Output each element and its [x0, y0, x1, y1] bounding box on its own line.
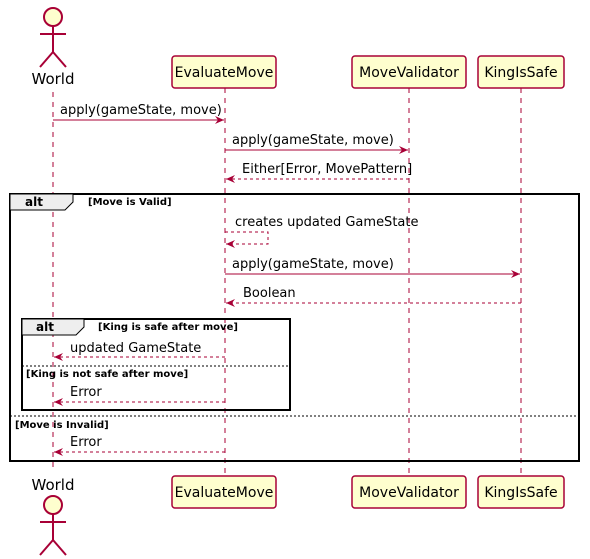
message-label: apply(gameState, move) — [60, 103, 222, 118]
participant-label: MoveValidator — [359, 485, 459, 501]
participant-label: MoveValidator — [359, 65, 459, 81]
participant-move-validator-top: MoveValidator — [351, 55, 467, 89]
frame-operator-label: alt — [36, 320, 54, 334]
message-label: creates updated GameState — [235, 215, 418, 230]
participant-king-is-safe-bottom: KingIsSafe — [477, 475, 565, 509]
participant-evaluate-move-bottom: EvaluateMove — [171, 475, 277, 509]
message-label: Error — [70, 435, 102, 450]
alt-fragment-inner: alt [King is safe after move] [King is n… — [21, 318, 291, 411]
frame-guard-label: [King is not safe after move] — [26, 369, 188, 380]
participant-label: EvaluateMove — [175, 485, 274, 501]
actor-name-world-bottom: World — [32, 476, 75, 494]
actor-name-world-top: World — [32, 70, 75, 88]
message-label: Boolean — [243, 286, 296, 301]
message-label: apply(gameState, move) — [232, 133, 394, 148]
frame-guard-label: [Move is Invalid] — [15, 420, 109, 431]
message-label: updated GameState — [70, 341, 201, 356]
participant-label: KingIsSafe — [484, 65, 557, 81]
participant-evaluate-move-top: EvaluateMove — [171, 55, 277, 89]
actor-world-bottom: World — [32, 476, 75, 556]
participant-label: KingIsSafe — [484, 485, 557, 501]
frame-guard-label: [King is safe after move] — [98, 322, 238, 333]
self-message-arrow — [225, 231, 269, 248]
actor-world-top: World — [32, 7, 75, 88]
participant-label: EvaluateMove — [175, 65, 274, 81]
actor-head-icon — [43, 495, 63, 515]
participant-move-validator-bottom: MoveValidator — [351, 475, 467, 509]
frame-operator-label: alt — [25, 195, 43, 209]
participant-king-is-safe-top: KingIsSafe — [477, 55, 565, 89]
message-label: apply(gameState, move) — [232, 257, 394, 272]
actor-head-icon — [43, 7, 63, 27]
message-label: Error — [70, 385, 102, 400]
alt-fragment-outer: alt [Move is Valid] [Move is Invalid] — [9, 193, 580, 462]
frame-guard-label: [Move is Valid] — [88, 197, 172, 208]
message-label: Either[Error, MovePattern] — [242, 162, 412, 177]
